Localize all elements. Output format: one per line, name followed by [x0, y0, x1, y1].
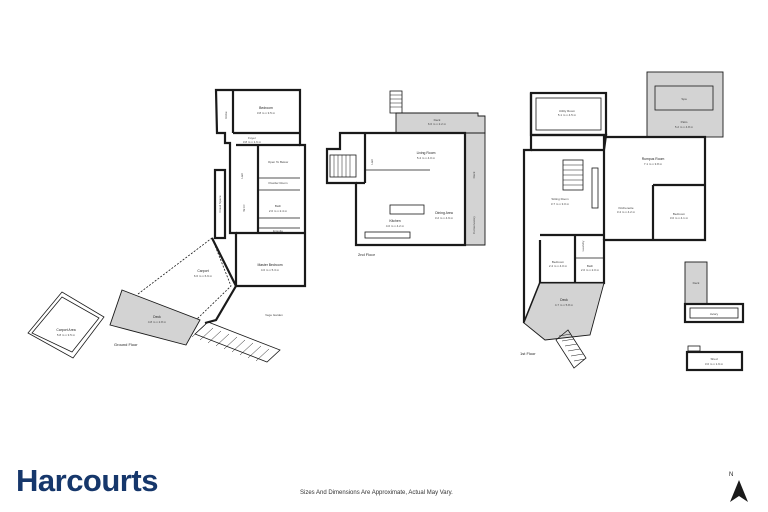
ground-hall-label: Hall — [240, 173, 244, 179]
second-living-label: Living Room — [417, 151, 436, 155]
ground-bath-dims: 2.0 m x 2.4 m — [269, 209, 288, 213]
second-deck-top-label: Deck — [434, 118, 441, 122]
first-bedroom-right-dims: 3.0 m x 4.1 m — [670, 216, 689, 220]
second-deck-side-label: Deck — [472, 171, 476, 178]
ground-master-bedroom-label: Master Bedroom — [257, 263, 282, 267]
first-patio-label: Patio — [681, 120, 688, 124]
ground-deck-dims: 4.8 m x 2.8 m — [148, 320, 167, 324]
second-floor-title: 2nd Floor — [358, 252, 376, 257]
first-rumpus-dims: 7.1 m x 3.8 m — [644, 162, 663, 166]
first-utility-label: Utility Room — [559, 109, 576, 113]
second-house-outline — [325, 131, 467, 247]
second-floor-plan: Deck 6.6 m x 2.2 m Hall Living Room 5.4 … — [325, 90, 486, 257]
second-dining-dims: 3.2 m x 4.9 m — [435, 216, 454, 220]
ground-deck — [109, 289, 201, 346]
carport-area-outline — [27, 291, 105, 359]
second-kitchen-dims: 4.0 m x 4.2 m — [386, 224, 405, 228]
first-rumpus-label: Rumpus Room — [642, 157, 665, 161]
first-utility-dims: 5.1 m x 4.5 m — [558, 113, 577, 117]
first-floor-title: 1st Floor — [520, 351, 536, 356]
first-internal-stairs — [562, 159, 584, 191]
first-bath-dims: 2.0 m x 2.0 m — [581, 268, 600, 272]
north-arrow-icon — [730, 480, 748, 502]
first-sitting-dims: 3.7 m x 3.0 m — [551, 202, 570, 206]
second-kitchen-label: Kitchen — [389, 219, 400, 223]
ground-carport-dims: 6.6 m x 6.9 m — [194, 274, 213, 278]
first-shed-outline — [685, 350, 744, 372]
kitchenette-bench — [591, 167, 599, 209]
first-patio-dims: 5.2 m x 4.8 m — [675, 125, 694, 129]
ground-robe-label: Robe — [224, 111, 228, 119]
first-floor-plan: Spa Patio 5.2 m x 4.8 m Utility Room 5.1… — [520, 71, 745, 372]
first-bedroom-right-label: Bedroom — [673, 212, 686, 216]
second-internal-stairs — [329, 154, 357, 178]
ground-bath-label: Bath — [275, 204, 282, 208]
first-spa-label: Spa — [681, 97, 687, 101]
ground-crawl-space-label: Crawl Space — [218, 195, 222, 212]
ground-master-bedroom-dims: 4.6 m x 5.3 m — [261, 268, 280, 272]
ground-foyer-label: Foyer — [248, 136, 256, 140]
ground-bedroom-label: Bedroom — [259, 106, 273, 110]
first-kitchenette-dims: 3.4 m x 4.2 m — [617, 210, 636, 214]
first-aviary-label: Aviary — [710, 312, 719, 316]
first-deck-label: Deck — [560, 298, 568, 302]
second-conservatory-label: Conservatory — [472, 216, 476, 234]
ground-open-to-below-label: Open To Below — [268, 160, 289, 164]
first-spa — [654, 85, 714, 111]
first-shed-dims: 3.0 m x 1.9 m — [705, 362, 724, 366]
ground-foyer-dims: 3.8 m x 1.6 m — [243, 140, 262, 144]
ground-ensuite-label: Ensuite — [273, 229, 283, 233]
kitchen-island — [389, 204, 425, 215]
first-house-outline — [522, 93, 707, 324]
first-patio — [646, 71, 724, 138]
first-bedroom-left-label: Bedroom — [552, 260, 565, 264]
first-deck-dims: 4.7 m x 5.8 m — [555, 303, 574, 307]
first-bath-label: Bath — [587, 264, 594, 268]
second-deck-top-dims: 6.6 m x 2.2 m — [428, 122, 447, 126]
first-shed-label: Shed — [710, 357, 717, 361]
harcourts-logo: Harcourts — [16, 463, 158, 498]
first-aviary-outline — [683, 302, 745, 324]
first-bedroom-left-dims: 2.4 m x 4.0 m — [549, 264, 568, 268]
ground-carport-area-label: Carport Area — [56, 328, 75, 332]
disclaimer-text: Sizes And Dimensions Are Approximate, Ac… — [300, 490, 453, 496]
carport-outline — [137, 237, 232, 321]
kitchen-bench — [364, 231, 411, 239]
second-dining-label: Dining Area — [435, 211, 453, 215]
north-label: N — [729, 472, 734, 478]
ground-powder-room-label: Powder Room — [268, 181, 288, 185]
ground-bedroom-dims: 3.8 m x 3.5 m — [257, 111, 276, 115]
ground-wic-label: W.I.C — [242, 204, 246, 212]
ground-carport-label: Carport — [197, 269, 208, 273]
first-kitchenette-label: Kitchenette — [618, 206, 633, 210]
second-top-stairs — [389, 90, 403, 114]
second-living-dims: 5.4 m x 4.0 m — [417, 156, 436, 160]
ground-house-outline — [214, 88, 307, 288]
second-hall-label: Hall — [370, 159, 374, 165]
ground-floor-plan: Carport Area 5.8 m x 3.5 m Carport 6.6 m… — [27, 88, 307, 363]
ground-deck-stairs — [191, 321, 281, 363]
ground-carport-area-dims: 5.8 m x 3.5 m — [57, 333, 76, 337]
ground-floor-title: Ground Floor — [114, 342, 138, 347]
first-small-deck-label: Deck — [693, 281, 700, 285]
ground-deck-label: Deck — [153, 315, 161, 319]
first-deck-stairs — [555, 329, 587, 369]
ground-vege-garden-label: Vege Garden — [265, 313, 283, 317]
first-sitting-label: Sitting Room — [551, 197, 569, 201]
first-deck — [523, 282, 605, 341]
crawl-space-outline — [213, 168, 227, 240]
first-laundry-label: Laundry — [581, 240, 585, 251]
